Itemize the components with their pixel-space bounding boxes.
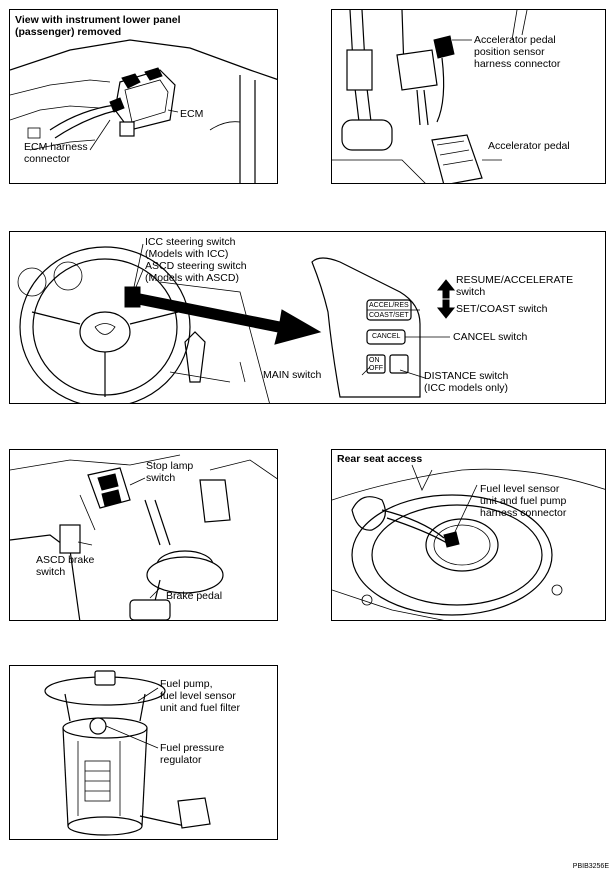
ecm-location-panel: View with instrument lower panel (passen…: [9, 9, 278, 184]
fuel-pressure-regulator-label: Fuel pressure regulator: [160, 742, 225, 766]
main-switch-label: MAIN switch: [263, 369, 322, 381]
accel-res-button-text: ACCEL/RES: [369, 302, 409, 309]
icc-steering-switch-label: ICC steering switch (Models with ICC) AS…: [145, 236, 247, 284]
cancel-button-text: CANCEL: [372, 333, 401, 340]
brake-switch-panel: Stop lamp switch ASCD brake switch Brake…: [9, 449, 278, 621]
brake-illustration: [10, 454, 277, 620]
coast-set-button-text: COAST/SET: [369, 312, 409, 319]
accelerator-pedal-label: Accelerator pedal: [488, 140, 570, 152]
figure-id: PBIB3256E: [572, 863, 609, 870]
ecm-harness-label: ECM harness connector: [24, 141, 88, 165]
off-button-text: OFF: [369, 365, 383, 372]
on-button-text: ON: [369, 357, 380, 364]
rear-seat-access-panel: Rear seat access Fuel level sensor unit …: [331, 449, 606, 621]
steering-illustration: [17, 243, 456, 403]
fuel-pump-illustration: [44, 670, 211, 836]
accelerator-sensor-label: Accelerator pedal position sensor harnes…: [474, 34, 561, 70]
set-coast-label: SET/COAST switch: [456, 303, 548, 315]
distance-switch-label: DISTANCE switch (ICC models only): [424, 370, 509, 394]
brake-pedal-label: Brake pedal: [166, 590, 223, 602]
fuel-pump-assembly-label: Fuel pump, fuel level sensor unit and fu…: [160, 678, 240, 714]
fuel-level-connector-label: Fuel level sensor unit and fuel pump har…: [480, 483, 567, 519]
fuel-pump-panel: Fuel pump, fuel level sensor unit and fu…: [9, 665, 278, 840]
accelerator-pedal-panel: Accelerator pedal position sensor harnes…: [331, 9, 606, 184]
ecm-illustration: [10, 39, 277, 183]
stop-lamp-switch-label: Stop lamp switch: [146, 460, 194, 484]
accelerator-illustration: [332, 10, 528, 183]
rear-seat-title: Rear seat access: [337, 453, 423, 465]
cancel-switch-label: CANCEL switch: [453, 331, 528, 343]
steering-switch-panel: ICC steering switch (Models with ICC) AS…: [9, 231, 606, 404]
ecm-label: ECM: [180, 108, 204, 120]
ascd-brake-switch-label: ASCD brake switch: [36, 554, 95, 578]
rear-seat-illustration: [332, 464, 605, 620]
ecm-panel-title: View with instrument lower panel (passen…: [15, 14, 181, 38]
resume-accelerate-label: RESUME/ACCELERATE switch: [456, 274, 574, 298]
